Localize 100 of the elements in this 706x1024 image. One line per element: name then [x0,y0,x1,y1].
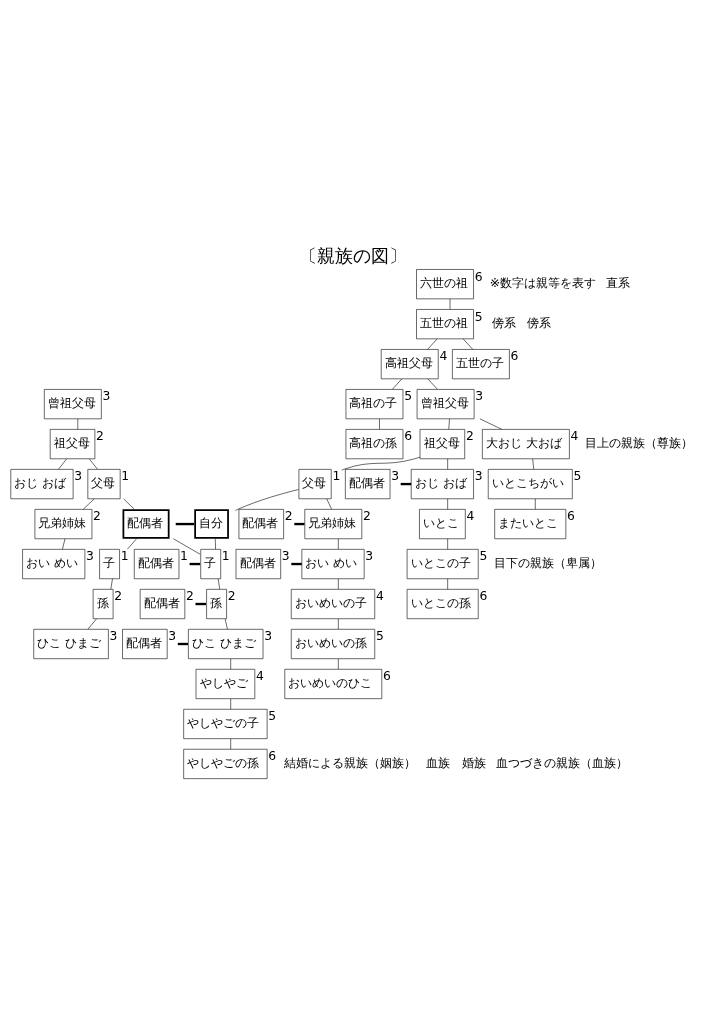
node-label: 2 [284,509,293,524]
node-box: 祖父母 [49,429,96,460]
node-label: 1 [332,469,341,484]
node-label: 3 [365,549,374,564]
connector [479,418,503,430]
node-box: いとこの孫 [406,589,479,619]
node-box: 五世の祖 [416,309,474,340]
node-label: 2 [227,589,236,604]
node-box: 曾祖父母 [416,389,475,420]
node-box: 孫 [206,589,227,619]
node-label: 6 [474,269,483,284]
node-label: 2 [96,429,104,444]
label: 血族 [426,756,451,771]
node-box: やしやごの孫 [183,748,268,779]
node-box: 兄弟姉妹 [304,509,363,540]
node-box: 配偶者 [139,589,186,619]
node-label: 6 [268,749,277,764]
connector [123,498,135,510]
connector [214,538,216,550]
node-label: 5 [474,309,483,324]
node-box: 配偶者 [345,469,391,500]
node-box: 配偶者 [133,549,180,580]
node-label: 3 [475,389,484,404]
node-box: 六世の祖 [416,269,474,300]
node-box: ひこ ひまご [33,629,109,659]
node-label: 3 [168,629,177,644]
label: 傍系 [526,316,551,331]
node-box: やしやごの子 [183,708,268,739]
node-box: いとこの子 [406,549,479,580]
node-label: 1 [221,549,230,564]
node-label: 5 [268,709,277,724]
node-box: おいめいの子 [290,589,376,619]
label: 傍系 [491,316,516,331]
label: 目下の親族（卑属） [494,556,603,571]
node-box: 配偶者 [122,629,168,659]
node-box: 孫 [92,589,114,619]
node-box: 父母 [87,469,121,500]
label: 結婚による親族（姻族） [284,756,417,771]
node-label: 1 [121,469,130,484]
label: 目上の親族（尊族） [585,436,694,451]
node-label: 4 [375,589,384,604]
node-label: 2 [363,509,371,524]
node-box: おいめいの孫 [290,629,376,659]
node-label: 3 [391,469,400,484]
node-box: いとこ [419,509,466,540]
node-label: 5 [404,389,412,404]
node-label: 3 [102,389,111,404]
label: 直系 [605,276,630,291]
node-label: 6 [404,429,412,444]
label: ※数字は親等を表す [489,276,597,291]
node-box: 兄弟姉妹 [34,509,93,540]
node-box: やしやご [195,669,256,699]
node-label: 2 [114,589,123,604]
node-label: 1 [180,549,188,564]
connector [175,522,195,526]
node-label: 3 [109,629,118,644]
node-box: おじ おば [410,469,474,500]
node-box: おい めい [22,549,86,580]
node-box: 大おじ 大おば [482,429,570,460]
node-label: 6 [510,349,519,364]
node-label: 3 [86,549,94,564]
connector [127,538,137,550]
node-label: 6 [479,589,488,604]
node-label: 6 [382,669,391,684]
node-box: 父母 [298,469,332,500]
node-box: おいめいのひこ [284,669,383,699]
node-label: 4 [570,429,579,444]
node-box: 高祖の孫 [345,429,404,460]
node-label: 2 [465,429,474,444]
node-label: 6 [567,509,575,524]
node-box: またいとこ [494,509,567,540]
node-box: 配偶者 [238,509,284,540]
node-label: 5 [573,469,582,484]
node-label: 5 [375,629,384,644]
node-box: 子 [99,549,120,580]
node-label: 3 [74,469,83,484]
node-label: 4 [255,669,264,684]
node-label: 1 [120,549,129,564]
node-box: 祖父母 [419,429,465,460]
node-box: 自分 [194,509,229,539]
node-box: ひこ ひまご [188,629,264,659]
node-box: 配偶者 [122,509,170,539]
node-box: おじ おば [10,469,74,500]
label: 血つづきの親族（血族） [496,756,629,771]
node-box: 配偶者 [235,549,281,580]
node-label: 3 [264,629,273,644]
label: 婚族 [461,756,486,771]
node-box: 曾祖父母 [44,389,102,420]
node-label: 2 [186,589,194,604]
node-box: 五世の子 [452,349,510,380]
node-label: 3 [474,469,483,484]
diagram-title: 〔親族の図〕 [299,245,407,266]
node-label: 3 [281,549,290,564]
node-label: 4 [439,349,448,364]
node-label: 5 [479,549,488,564]
node-box: おい めい [301,549,365,580]
node-label: 2 [93,509,101,524]
node-box: 子 [200,549,221,580]
node-label: 4 [466,509,475,524]
node-box: 高祖父母 [380,349,439,380]
